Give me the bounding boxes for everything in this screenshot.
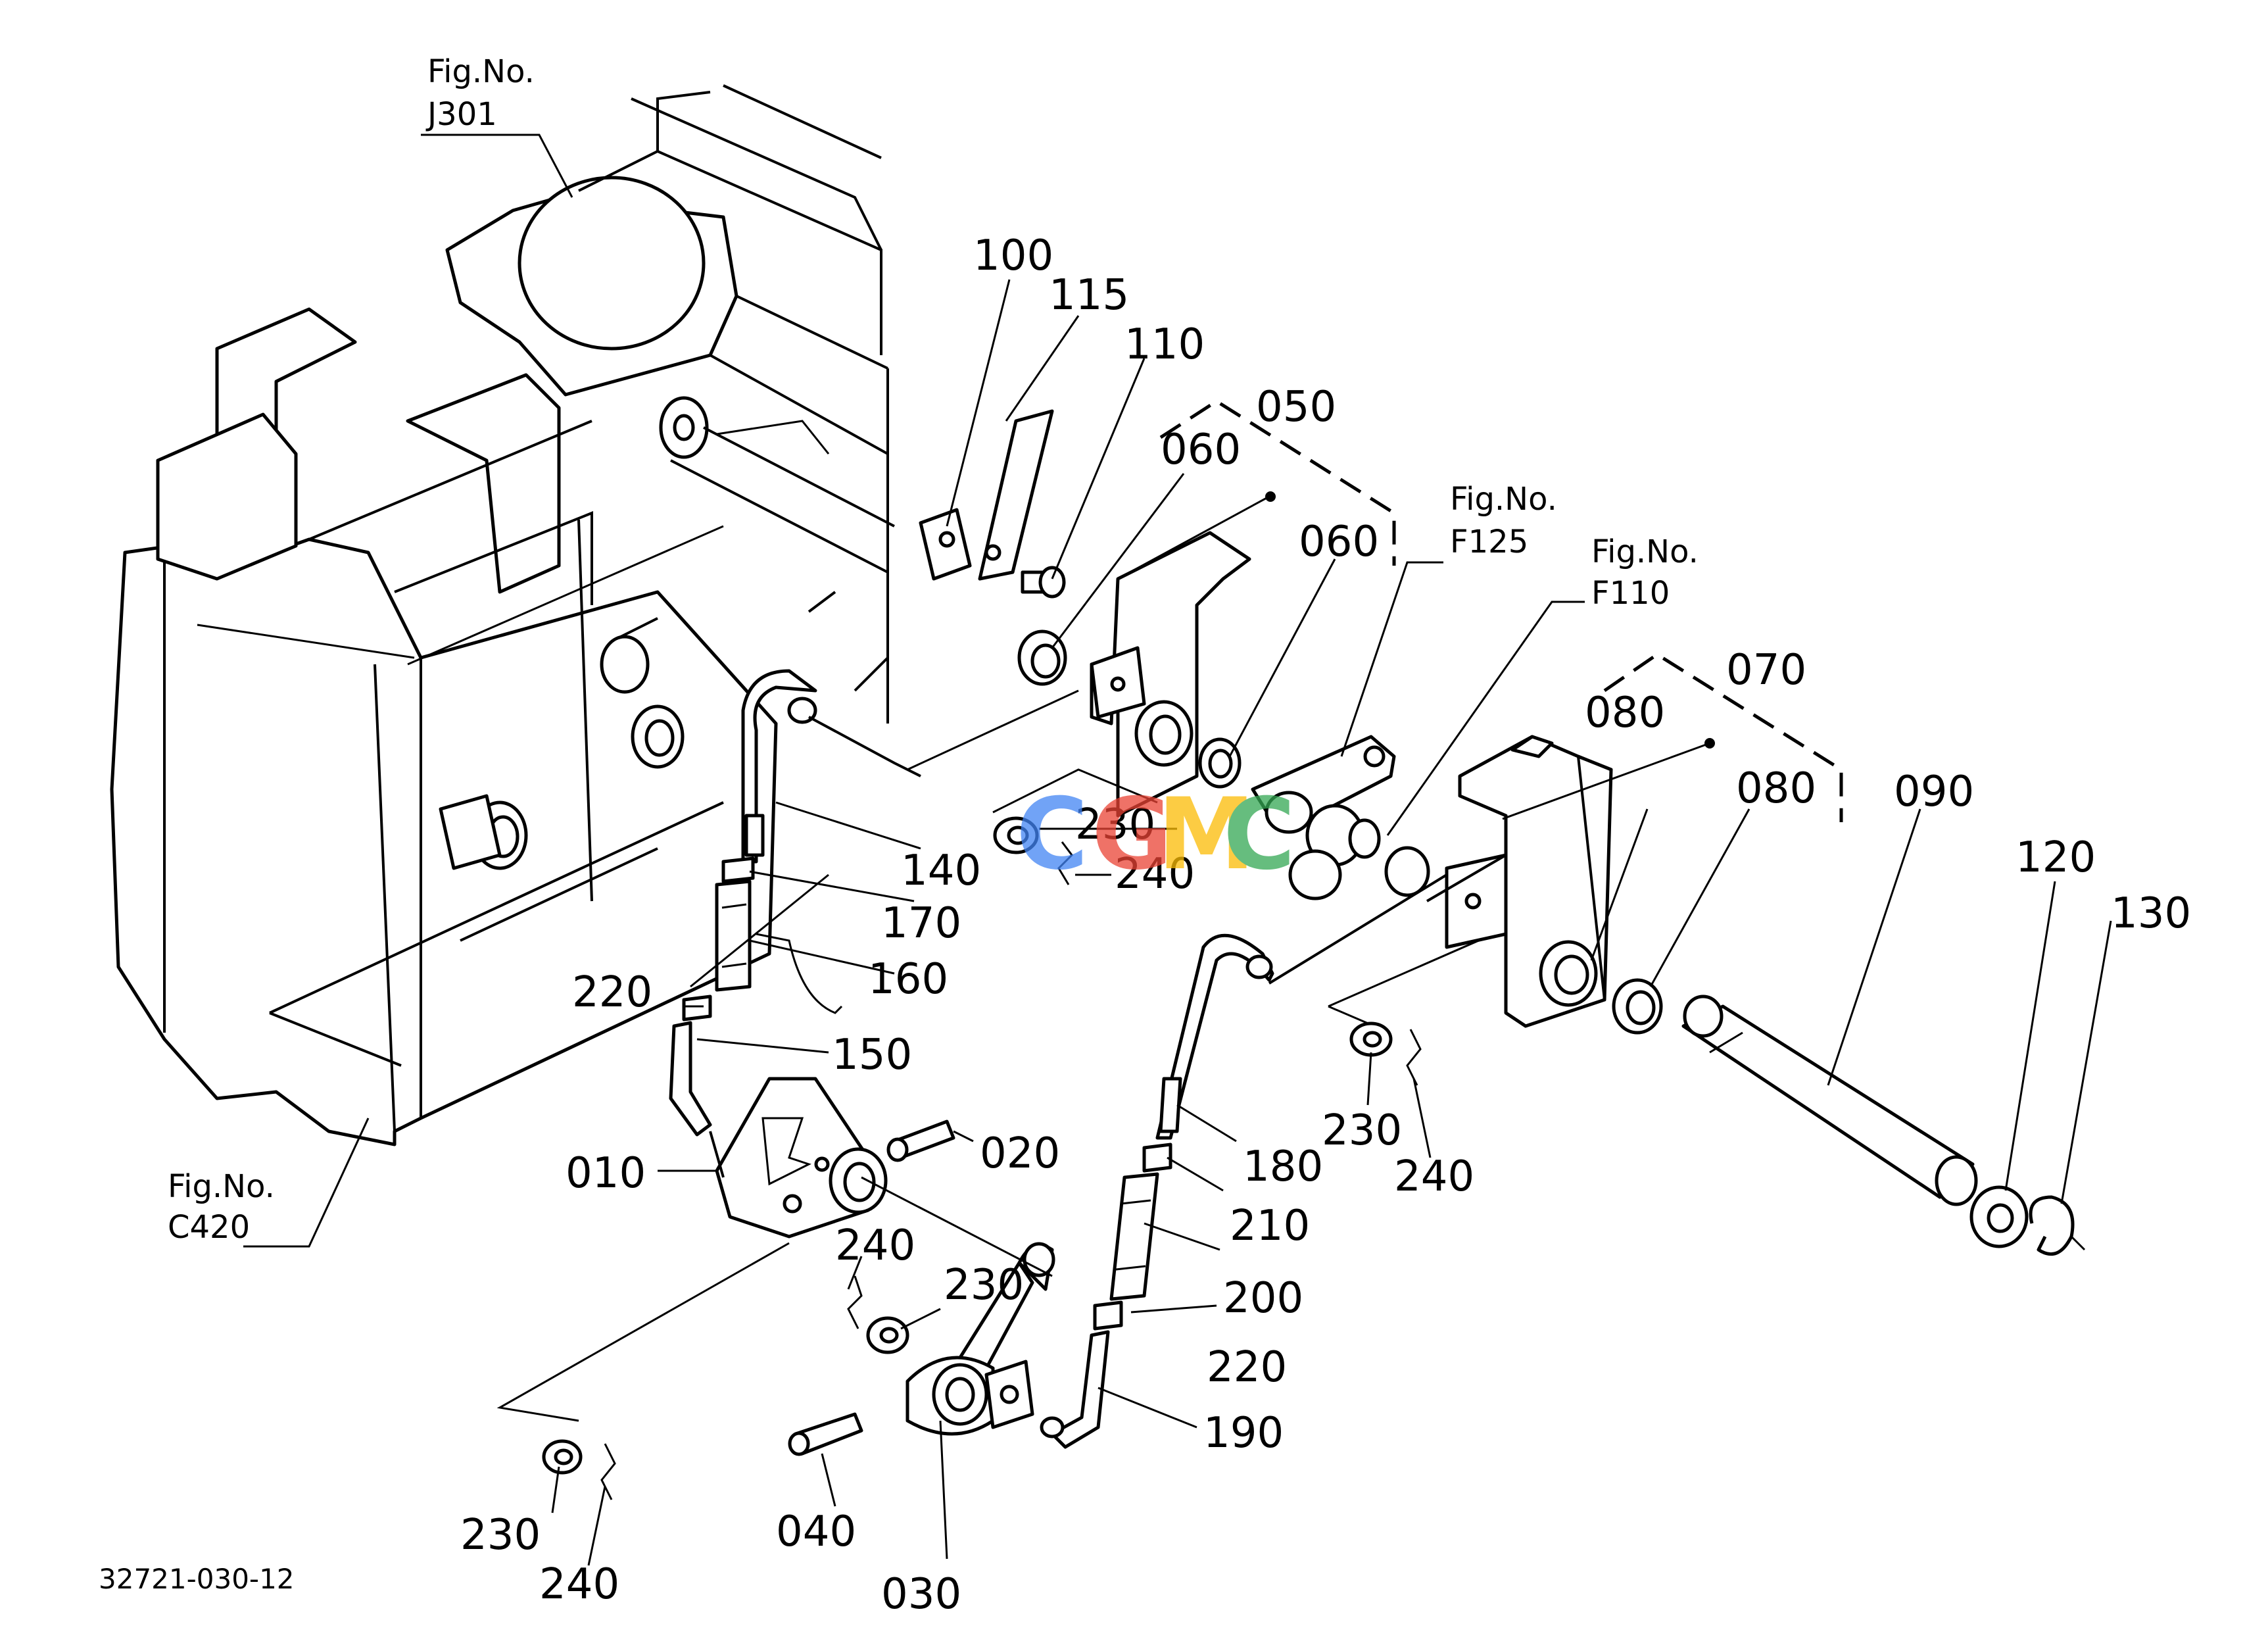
left-rod-assembly <box>669 669 921 1137</box>
part-label-050: 050 <box>1256 383 1336 431</box>
part-label-240d: 240 <box>1394 1152 1474 1201</box>
part-label-020: 020 <box>980 1129 1060 1178</box>
part-label-040: 040 <box>776 1508 856 1556</box>
part-label-200: 200 <box>1223 1274 1303 1323</box>
part-label-220b: 220 <box>1207 1343 1287 1392</box>
lower-bracket-010 <box>715 1077 955 1239</box>
part-label-230a: 230 <box>1075 800 1155 849</box>
fig-ref-j301-line1: Fig.No. <box>427 53 535 90</box>
fig-ref-f110-line2: F110 <box>1591 575 1670 612</box>
fig-ref-f110: Fig.No. F110 <box>1591 533 1699 612</box>
fig-ref-c420-line1: Fig.No. <box>168 1168 275 1205</box>
part-label-130: 130 <box>2111 889 2191 938</box>
part-label-080b: 080 <box>1736 764 1816 813</box>
watermark-logo: C G M C <box>1016 777 1295 892</box>
drawing-number: 32721-030-12 <box>99 1563 295 1595</box>
assembly-bracket-050 <box>1159 399 1396 566</box>
part-label-080a: 080 <box>1585 689 1665 737</box>
part-label-180: 180 <box>1243 1143 1323 1191</box>
engine-housing <box>445 84 895 724</box>
fig-ref-f125-line2: F125 <box>1450 524 1528 560</box>
part-label-170: 170 <box>881 899 961 948</box>
part-label-120: 120 <box>2015 833 2096 882</box>
fig-ref-j301-line2: J301 <box>425 96 497 133</box>
part-label-190: 190 <box>1203 1409 1284 1458</box>
part-label-230c: 230 <box>460 1511 541 1560</box>
leader-lines <box>243 134 2112 1566</box>
part-label-240b: 240 <box>835 1221 915 1270</box>
part-label-060b: 060 <box>1299 518 1379 566</box>
fig-ref-c420-line2: C420 <box>168 1209 250 1246</box>
part-label-060a: 060 <box>1161 426 1241 474</box>
watermark-letter-c2: C <box>1223 777 1295 892</box>
part-label-100: 100 <box>973 232 1053 280</box>
assembly-bracket-070 <box>1603 652 1843 822</box>
part-label-070: 070 <box>1726 646 1806 695</box>
fig-ref-f110-line1: Fig.No. <box>1591 533 1699 570</box>
upper-link-parts <box>907 409 1430 900</box>
fig-ref-c420: Fig.No. C420 <box>168 1168 275 1246</box>
right-rod-assembly <box>1040 873 1539 1449</box>
part-label-110: 110 <box>1124 320 1205 369</box>
part-label-210: 210 <box>1230 1202 1310 1250</box>
watermark-letter-m: M <box>1157 777 1255 892</box>
fig-ref-j301: Fig.No. J301 <box>425 53 535 133</box>
part-label-115: 115 <box>1049 271 1129 320</box>
fig-ref-f125-line1: Fig.No. <box>1450 481 1557 518</box>
part-label-140: 140 <box>901 847 981 895</box>
lower-lever-030 <box>496 1131 1055 1500</box>
part-label-240a: 240 <box>1115 850 1195 898</box>
part-label-010: 010 <box>566 1149 646 1198</box>
part-label-220a: 220 <box>572 968 652 1017</box>
part-label-240c: 240 <box>539 1560 619 1609</box>
part-label-090: 090 <box>1894 768 1974 816</box>
part-number-labels: 100 115 110 050 060 060 230 240 140 170 … <box>460 232 2191 1619</box>
shaft-assembly <box>1426 735 2086 1256</box>
part-label-230b: 230 <box>944 1261 1024 1310</box>
watermark-letter-c1: C <box>1016 777 1088 892</box>
transmission-housing <box>110 307 778 1146</box>
part-label-030: 030 <box>881 1570 961 1619</box>
part-label-150: 150 <box>832 1031 912 1079</box>
fig-ref-f125: Fig.No. F125 <box>1450 481 1557 560</box>
part-label-160: 160 <box>868 955 948 1004</box>
part-label-230d: 230 <box>1322 1106 1402 1155</box>
watermark-letter-g: G <box>1092 777 1172 892</box>
